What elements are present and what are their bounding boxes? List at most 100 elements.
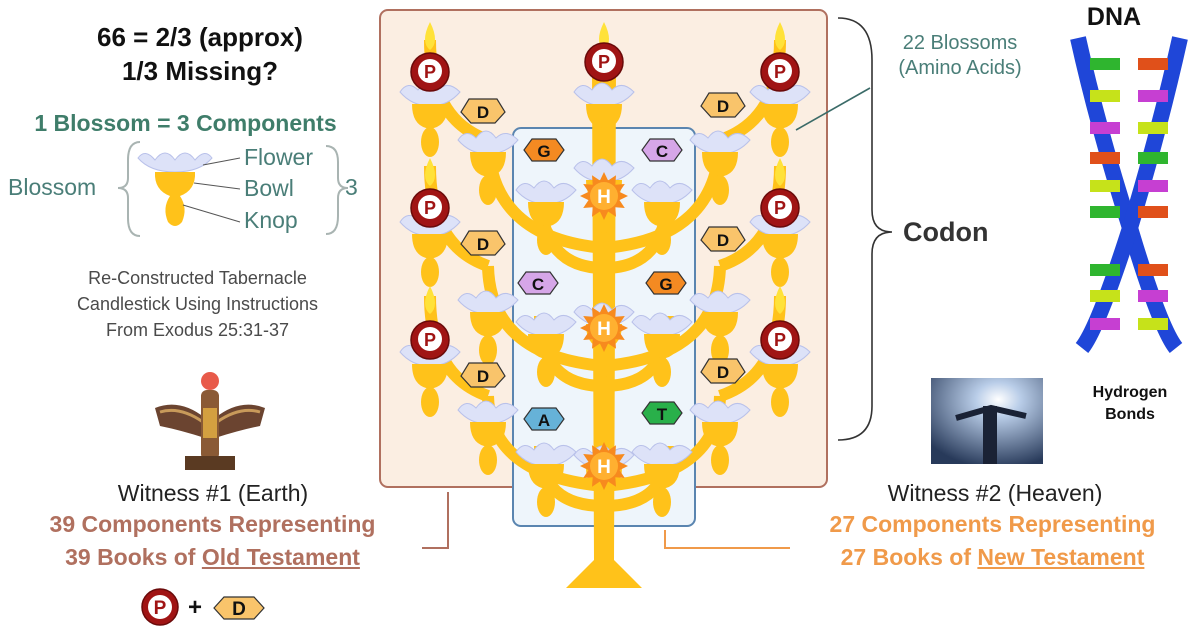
dna-base-pair [1090,122,1120,134]
blossom-bowl [702,422,738,446]
dna-base-pair [1090,318,1120,330]
p-marker-inner [418,195,442,219]
d-marker-label: D [477,367,489,386]
blossom-bowl [762,234,798,258]
blossom-bowl [644,464,680,488]
flame [425,158,435,186]
blossom-knop [711,445,729,475]
dna-bond-line-2: Bonds [1105,406,1155,423]
blossom-bowl [644,202,680,226]
blossom-knop [537,357,555,387]
t-marker-label: T [657,405,668,424]
witness-2-line-1: 27 Components Representing [829,511,1156,537]
witness-1-line-2: 39 Books of Old Testament [0,544,425,571]
p-marker-inner [418,59,442,83]
blossom-part-knop: Knop [244,207,298,233]
flame [775,22,785,50]
blossoms-note-line-2: (Amino Acids) [898,57,1022,79]
d-marker-label: D [717,231,729,250]
blossom-bowl [412,234,448,258]
dna-base-pair [1090,58,1120,70]
d-marker [700,358,746,384]
blossom-knop [421,127,439,157]
blossom-bowl [644,334,680,358]
earth-connector-line [422,492,449,549]
formula-p-text: P [154,598,167,619]
h-marker-core [590,314,618,342]
dna-base-pair [1138,152,1168,164]
g-marker-label: G [659,275,672,294]
h-marker-label: H [597,457,611,478]
blossom-bowl [528,202,564,226]
p-marker-label: P [774,330,786,350]
dna-base-pair [1138,264,1168,276]
witness-2-line-2: 27 Books of New Testament [790,544,1195,571]
d-marker [460,230,506,256]
menorah-arm [603,265,726,372]
blossom-bowl [412,104,448,128]
dna-base-pair [1138,206,1168,218]
blossom-knop [595,127,613,157]
d-marker-label: D [717,97,729,116]
blossom-knop [771,387,789,417]
d-marker-label: D [477,103,489,122]
dna-base-pair [1138,58,1168,70]
h-marker-label: H [597,187,611,208]
formula-d-marker [213,596,265,620]
blossom-knop [421,387,439,417]
blossom-bowl [470,152,506,176]
heaven-connector-line [664,530,790,549]
p-marker-inner [768,327,792,351]
blossom-knop [653,487,671,517]
formula-p-plus-d: P + D [141,588,265,626]
blossom-knop [479,445,497,475]
blossom-knop [595,490,613,520]
blossom-knop [771,257,789,287]
c-marker-label: C [532,275,544,294]
blossoms-note-line-1: 22 Blossoms [902,32,1018,54]
dna-base-pair [1090,206,1120,218]
blossom-knop [711,335,729,365]
witness-2-line-2-prefix: 27 Books of [840,544,978,570]
d-marker [700,92,746,118]
blossom-bowl [470,422,506,446]
h-marker-core [590,182,618,210]
blossom-knop [595,347,613,377]
menorah-arm [482,265,605,372]
p-marker-inner [768,195,792,219]
blossom-knop [653,357,671,387]
dna-base-pair [1090,152,1120,164]
p-marker-inner [592,49,616,73]
caption-line-3: From Exodus 25:31-37 [105,320,290,340]
blossom-bowl [528,334,564,358]
blossom-legend-figure [117,141,349,237]
blossom-knop [537,225,555,255]
heaven-figure-image [931,378,1043,464]
caption-line-2: Candlestick Using Instructions [76,294,319,314]
blossom-knop [653,225,671,255]
blossom-knop [421,257,439,287]
flame [425,22,435,50]
h-marker-label: H [597,319,611,340]
dna-base-pair [1138,290,1168,302]
p-marker-label: P [598,52,610,72]
dna-base-pair [1138,90,1168,102]
p-marker-label: P [424,198,436,218]
flame [425,286,435,314]
witness-2-new-testament: New Testament [977,544,1145,570]
blossom-bowl [702,152,738,176]
blossom-component-count: 3 [345,174,358,200]
d-marker [460,362,506,388]
dna-title: DNA [1086,3,1142,31]
dna-base-pair [1138,318,1168,330]
blossom-bowl [762,104,798,128]
h-marker-core [590,452,618,480]
blossom-legend-title: 1 Blossom = 3 Components [34,110,337,136]
blossom-group-label: Blossom [8,174,97,200]
witness-1-title: Witness #1 (Earth) [117,480,309,506]
witness-1-old-testament: Old Testament [201,544,360,570]
blossom-part-bowl: Bowl [244,175,294,201]
c-marker [641,138,683,162]
dna-base-pair [1090,264,1120,276]
